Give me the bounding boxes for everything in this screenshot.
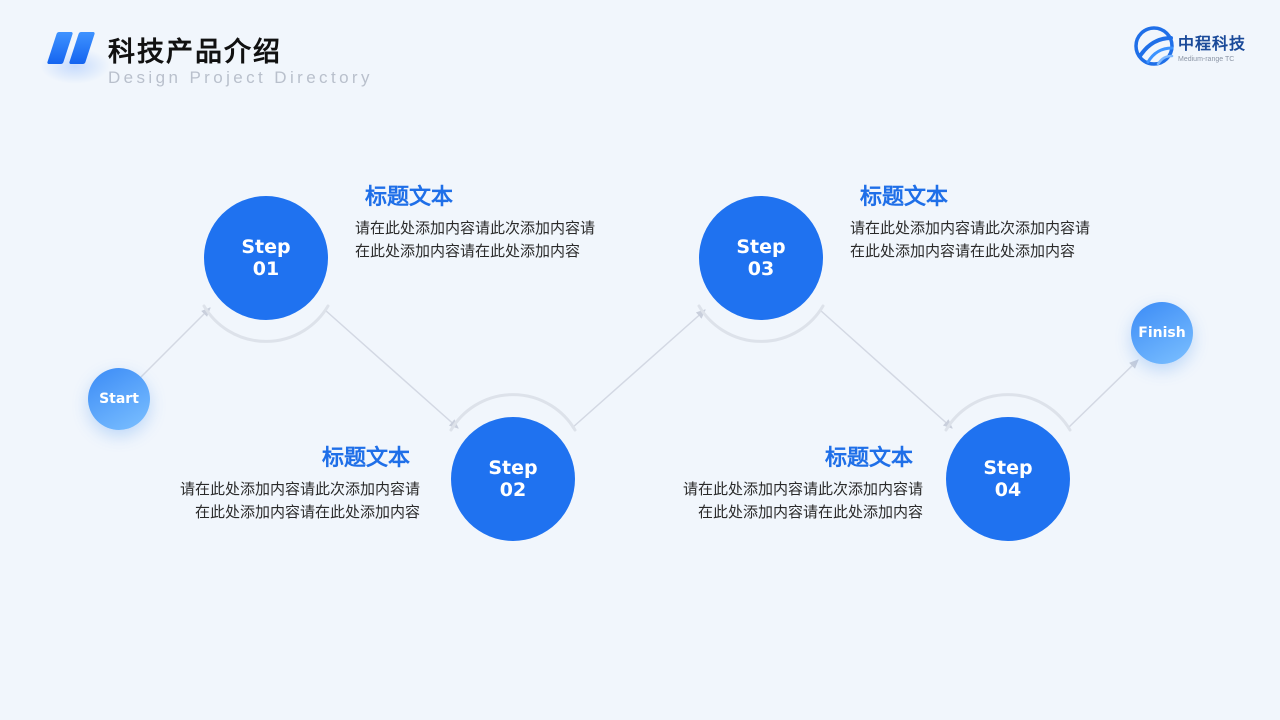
connector-step02-to-step03 — [571, 309, 706, 429]
step-01-line1: 请在此处添加内容请此次添加内容请 — [355, 219, 596, 237]
page-subtitle: Design Project Directory — [108, 68, 373, 87]
step-04-title: 标题文本 — [824, 446, 913, 471]
step-word: Step — [736, 236, 786, 258]
step-word: Step — [488, 457, 538, 479]
page-title: 科技产品介绍 — [108, 37, 282, 68]
step-01-line2: 在此处添加内容请在此处添加内容 — [355, 242, 581, 260]
step-number: 02 — [499, 479, 527, 501]
step-04-line2: 在此处添加内容请在此处添加内容 — [697, 503, 923, 521]
connector-start-to-step01 — [139, 307, 211, 379]
connector-step04-to-finish — [1067, 359, 1139, 429]
step-number: 01 — [252, 258, 280, 280]
step-04-text: 标题文本 请在此处添加内容请此次添加内容请 在此处添加内容请在此处添加内容 — [653, 444, 923, 524]
step-03-line2: 在此处添加内容请在此处添加内容 — [850, 242, 1076, 260]
step01-arc — [202, 304, 330, 343]
step-node-02: Step 02 — [451, 417, 575, 541]
step-number: 03 — [747, 258, 775, 280]
step-node-01: Step 01 — [204, 196, 328, 320]
company-logo: 中程科技 Medium-range TC — [1134, 26, 1264, 70]
step-02-line2: 在此处添加内容请在此处添加内容 — [194, 503, 420, 521]
step03-arc — [697, 304, 825, 343]
logo-icon — [1134, 26, 1174, 66]
connector-step01-to-step02 — [324, 309, 459, 429]
step-04-line1: 请在此处添加内容请此次添加内容请 — [682, 480, 923, 498]
step04-arc — [944, 393, 1072, 432]
step-03-title: 标题文本 — [860, 185, 949, 210]
step-01-description: 请在此处添加内容请此次添加内容请 在此处添加内容请在此处添加内容 — [355, 217, 625, 263]
step-04-description: 请在此处添加内容请此次添加内容请 在此处添加内容请在此处添加内容 — [653, 478, 923, 524]
logo-tagline: Medium-range TC — [1178, 56, 1235, 63]
step-01-text: 标题文本 请在此处添加内容请此次添加内容请 在此处添加内容请在此处添加内容 — [355, 183, 625, 263]
step-02-description: 请在此处添加内容请此次添加内容请 在此处添加内容请在此处添加内容 — [150, 478, 420, 524]
step-word: Step — [241, 236, 291, 258]
step-node-03: Step 03 — [699, 196, 823, 320]
logo-name: 中程科技 — [1178, 34, 1247, 53]
step-03-line1: 请在此处添加内容请此次添加内容请 — [850, 219, 1091, 237]
step-word: Step — [983, 457, 1033, 479]
connector-step03-to-step04 — [819, 309, 953, 429]
step-02-title: 标题文本 — [321, 446, 410, 471]
step-01-title: 标题文本 — [365, 185, 454, 210]
start-label: Start — [99, 391, 139, 407]
step-03-description: 请在此处添加内容请此次添加内容请 在此处添加内容请在此处添加内容 — [850, 217, 1120, 263]
step02-arc — [449, 393, 577, 432]
start-node: Start — [88, 368, 150, 430]
step-node-04: Step 04 — [946, 417, 1070, 541]
step-03-text: 标题文本 请在此处添加内容请此次添加内容请 在此处添加内容请在此处添加内容 — [850, 183, 1120, 263]
step-02-text: 标题文本 请在此处添加内容请此次添加内容请 在此处添加内容请在此处添加内容 — [150, 444, 420, 524]
finish-label: Finish — [1138, 325, 1186, 341]
step-02-line1: 请在此处添加内容请此次添加内容请 — [179, 480, 420, 498]
step-number: 04 — [994, 479, 1022, 501]
finish-node: Finish — [1131, 302, 1193, 364]
